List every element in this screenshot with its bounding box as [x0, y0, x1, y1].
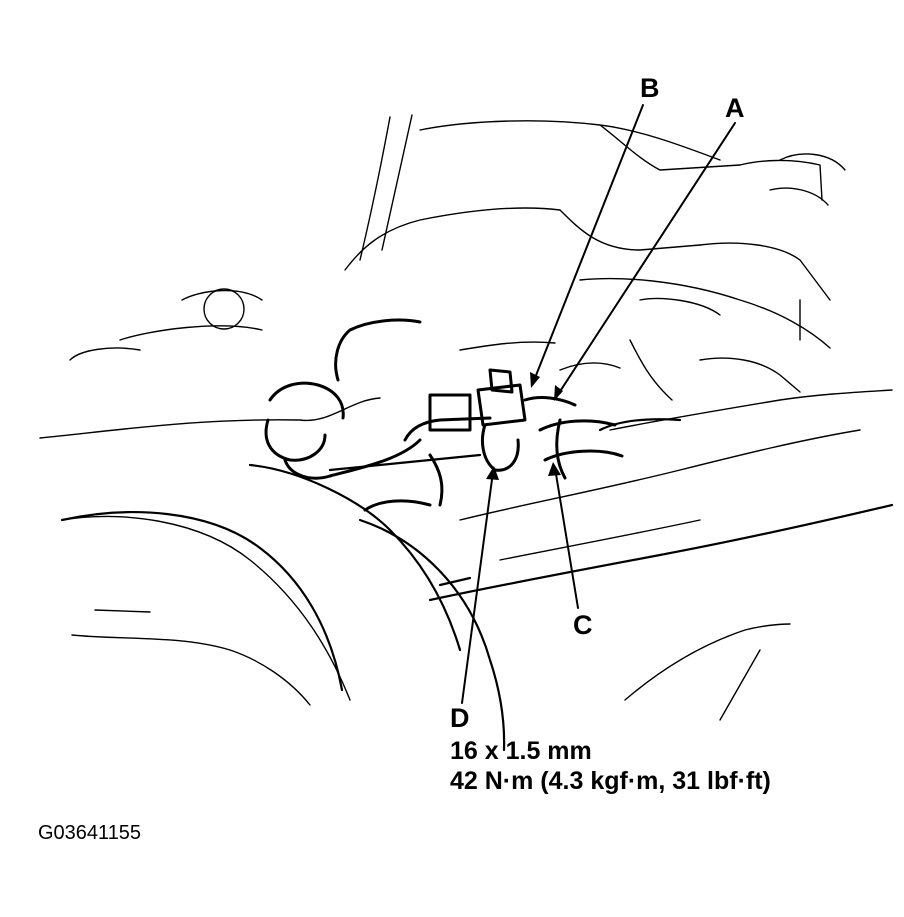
bolt-size-spec: 16 x 1.5 mm	[450, 737, 592, 765]
callout-d: D	[450, 703, 470, 733]
mount-bracket	[264, 318, 624, 512]
leader-a	[556, 122, 736, 397]
callout-b: B	[640, 73, 660, 103]
engine-outline	[39, 114, 893, 721]
callout-c: C	[573, 610, 593, 640]
subframe-outline	[60, 418, 894, 752]
leader-arrowheads	[486, 372, 563, 480]
leader-lines	[461, 104, 736, 704]
leader-b	[532, 104, 644, 384]
leader-d	[461, 471, 494, 704]
callout-a: A	[725, 93, 745, 123]
leader-c	[554, 467, 579, 609]
figure-id: G03641155	[38, 822, 142, 844]
torque-spec: 42 N·m (4.3 kgf·m, 31 lbf·ft)	[450, 767, 771, 795]
